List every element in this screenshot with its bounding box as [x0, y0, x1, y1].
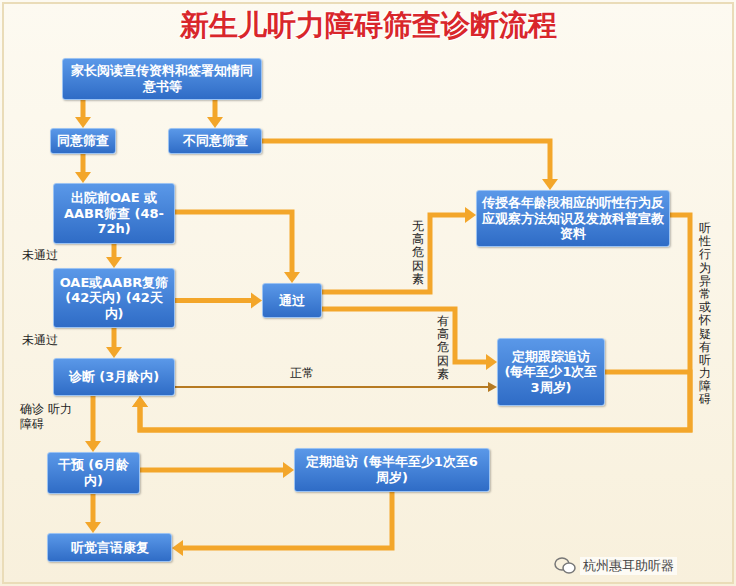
flow-connector — [85, 494, 101, 533]
flow-connector — [172, 492, 392, 556]
edge-label: 未通过 — [22, 248, 58, 263]
wechat-icon — [555, 558, 575, 573]
flow-connector — [106, 328, 122, 358]
frame — [3, 3, 733, 583]
flow-connector — [75, 100, 91, 128]
box-text: 定期跟踪追访 (每年至少1次至3周岁) — [503, 349, 599, 396]
box-text: OAE或AABR复筛 (42天内) (42天内) — [59, 275, 169, 322]
process-box: 不同意筛查 — [168, 128, 262, 154]
box-text: 不同意筛查 — [183, 133, 248, 149]
box-text: 通过 — [279, 293, 305, 309]
process-box: 定期跟踪追访 (每年至少1次至3周岁) — [497, 338, 605, 406]
flow-connector — [132, 372, 690, 430]
process-box: 家长阅读宣传资料和签署知情同意书等 — [62, 58, 262, 100]
box-text: 传授各年龄段相应的听性行为反应观察方法知识及发放科普宣教资料 — [482, 195, 664, 242]
box-text: 定期追访 (每半年至少1次至6周岁) — [300, 454, 484, 485]
watermark: 杭州惠耳助听器 — [580, 557, 677, 575]
flow-connector — [106, 244, 122, 268]
flow-connector — [322, 309, 497, 370]
flow-connector — [207, 100, 223, 128]
edge-label: 确诊 听力障碍 — [20, 402, 78, 432]
process-box: 传授各年龄段相应的听性行为反应观察方法知识及发放科普宣教资料 — [476, 190, 670, 247]
box-text: 同意筛查 — [57, 133, 109, 149]
flow-connector — [132, 215, 690, 430]
box-text: 诊断 (3月龄内) — [69, 369, 159, 385]
diagram-title: 新生儿听力障碍筛查诊断流程 — [0, 6, 736, 46]
box-text: 听觉言语康复 — [71, 540, 149, 556]
flow-connector — [140, 462, 294, 478]
process-box: 定期追访 (每半年至少1次至6周岁) — [294, 448, 490, 492]
process-box: 出院前OAE 或AABR筛查 (48-72h) — [53, 183, 175, 244]
box-text: 出院前OAE 或AABR筛查 (48-72h) — [59, 190, 169, 237]
flow-connector — [175, 212, 300, 283]
process-box: 听觉言语康复 — [47, 533, 172, 562]
box-text: 干预 (6月龄内) — [53, 457, 134, 488]
edge-label: 有高危因素 — [437, 315, 449, 381]
edge-label: 未通过 — [22, 333, 58, 348]
process-box: 干预 (6月龄内) — [47, 452, 140, 494]
process-box: 同意筛查 — [50, 128, 116, 154]
flow-connector — [175, 293, 262, 309]
box-text: 家长阅读宣传资料和签署知情同意书等 — [68, 63, 256, 94]
flow-connector — [75, 154, 91, 183]
flow-connector — [322, 207, 476, 292]
process-box: 通过 — [262, 283, 322, 318]
flow-connector — [262, 141, 558, 190]
edge-label: 无高危因素 — [412, 220, 424, 286]
edge-label: 正常 — [290, 366, 314, 381]
process-box: 诊断 (3月龄内) — [53, 358, 175, 396]
flow-connector — [85, 396, 101, 452]
edge-label: 听性行为异常或怀疑有听力障碍 — [699, 222, 711, 407]
process-box: OAE或AABR复筛 (42天内) (42天内) — [53, 268, 175, 328]
flow-connector — [175, 382, 497, 392]
